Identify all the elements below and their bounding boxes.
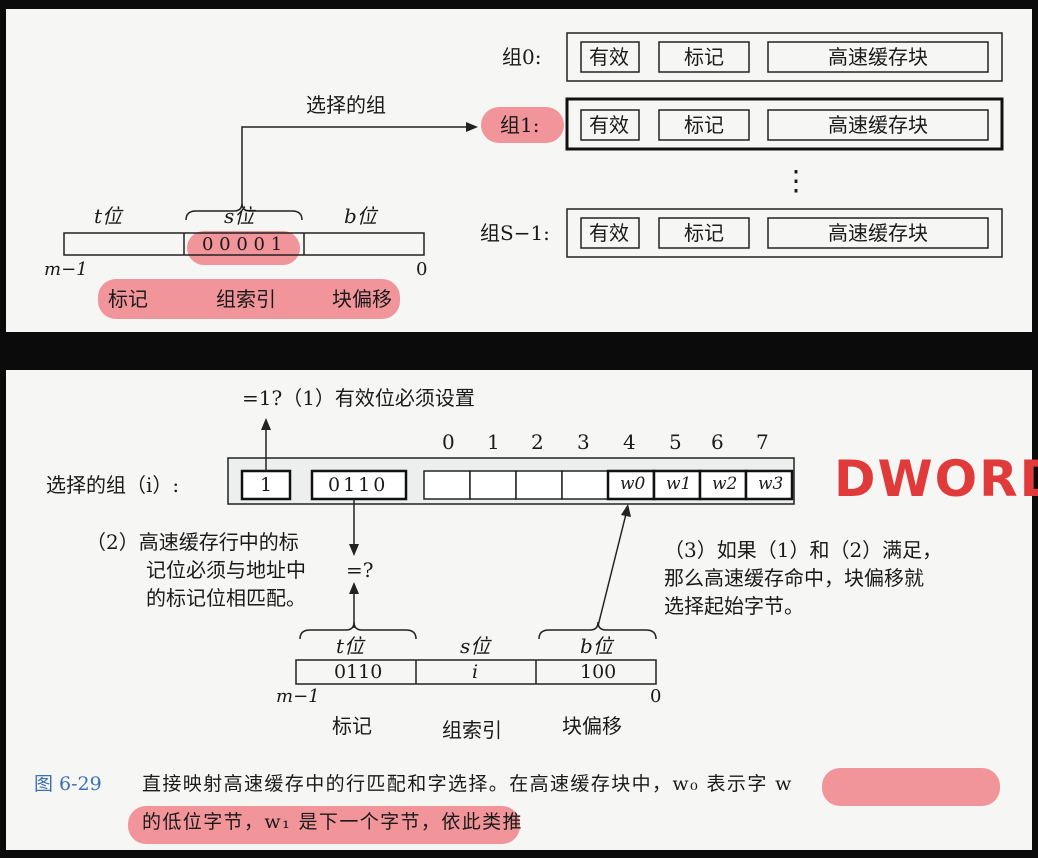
caption-line2: 的低位字节，w₁ 是下一个字节，依此类推 bbox=[142, 811, 523, 833]
s-bits-label: s位 bbox=[224, 204, 255, 228]
set0-tag: 标记 bbox=[684, 45, 724, 69]
set1-valid: 有效 bbox=[589, 113, 629, 137]
highlight-field-names bbox=[98, 279, 400, 319]
addr-lsb-label: 0 bbox=[650, 686, 662, 707]
byte-index-3: 3 bbox=[577, 430, 590, 454]
setS-1-label: 组S−1: bbox=[480, 221, 550, 245]
byte-index-6: 6 bbox=[711, 430, 724, 454]
tag-match-note-line1: （2）高速缓存行中的标 bbox=[86, 530, 299, 554]
line-matching-panel: =1?（1）有效位必须设置 0 1 2 3 4 5 6 7 选择的组（i）: 1… bbox=[6, 370, 1038, 850]
t-bits-label: t位 bbox=[94, 204, 123, 228]
byte-index-5: 5 bbox=[669, 430, 682, 454]
addr-field-tag: 标记 bbox=[332, 714, 372, 738]
byte-index-1: 1 bbox=[487, 430, 500, 454]
compare-label: =? bbox=[346, 558, 374, 582]
addr-index-value: i bbox=[472, 661, 479, 683]
set1-block: 高速缓存块 bbox=[828, 113, 928, 137]
field-offset-label: 块偏移 bbox=[332, 287, 392, 311]
addr-field-index: 组索引 bbox=[442, 718, 502, 742]
setS-1-block: 高速缓存块 bbox=[828, 221, 928, 245]
byte-index-0: 0 bbox=[442, 430, 455, 454]
panel2-lines bbox=[227, 418, 795, 685]
selected-set-label: 选择的组 bbox=[306, 93, 386, 117]
word-w1: w1 bbox=[666, 474, 692, 494]
valid-check-note: =1?（1）有效位必须设置 bbox=[242, 386, 475, 410]
sets-ellipsis: ⋮ bbox=[782, 164, 810, 197]
hit-note-line2: 那么高速缓存命中，块偏移就 bbox=[664, 566, 924, 590]
msb-label: m−1 bbox=[44, 259, 88, 280]
word-w3: w3 bbox=[758, 474, 784, 494]
line-tag-value: 0110 bbox=[328, 474, 389, 496]
hit-note-line3: 选择起始字节。 bbox=[664, 594, 804, 618]
highlight-set1 bbox=[481, 107, 564, 143]
set-selection-panel: 选择的组 t位 s位 b位 0 0 0 0 1 m−1 0 标记 组索引 块偏移… bbox=[6, 9, 1032, 332]
set0-valid: 有效 bbox=[589, 45, 629, 69]
selected-set-i-label: 选择的组（i）: bbox=[46, 473, 180, 497]
addr-b-bits-label: b位 bbox=[580, 634, 613, 658]
byte-index-4: 4 bbox=[623, 430, 636, 454]
set1-tag: 标记 bbox=[684, 113, 724, 137]
addr-s-bits-label: s位 bbox=[460, 634, 491, 658]
field-tag-label: 标记 bbox=[108, 287, 148, 311]
set1-label: 组1: bbox=[500, 113, 540, 137]
word-w2: w2 bbox=[712, 474, 738, 494]
tag-match-note-line3: 的标记位相匹配。 bbox=[146, 586, 306, 610]
hit-note-line1: （3）如果（1）和（2）满足， bbox=[664, 538, 943, 562]
highlight-caption-w0 bbox=[822, 768, 1000, 806]
setS-1-valid: 有效 bbox=[589, 221, 629, 245]
set0-block: 高速缓存块 bbox=[828, 45, 928, 69]
word-w0: w0 bbox=[620, 474, 646, 494]
addr-field-offset: 块偏移 bbox=[562, 714, 622, 738]
byte-index-7: 7 bbox=[756, 430, 769, 454]
lsb-label: 0 bbox=[416, 259, 428, 280]
highlight-caption-line2 bbox=[128, 806, 520, 844]
addr-msb-label: m−1 bbox=[276, 686, 320, 707]
setS-1-tag: 标记 bbox=[684, 221, 724, 245]
set0-label: 组0: bbox=[502, 45, 542, 69]
addr-tag-value: 0110 bbox=[334, 661, 383, 683]
set-index-bits: 0 0 0 0 1 bbox=[202, 234, 283, 255]
byte-index-2: 2 bbox=[531, 430, 544, 454]
tag-match-note-line2: 记位必须与地址中 bbox=[146, 558, 306, 582]
field-index-label: 组索引 bbox=[216, 287, 276, 311]
highlight-index-bits bbox=[187, 231, 300, 265]
addr-offset-value: 100 bbox=[580, 661, 617, 683]
valid-bit-value: 1 bbox=[260, 474, 273, 496]
addr-t-bits-label: t位 bbox=[336, 634, 365, 658]
dword-annotation: DWORD bbox=[834, 450, 1038, 508]
caption-line1: 直接映射高速缓存中的行匹配和字选择。在高速缓存块中，w₀ 表示字 w bbox=[142, 773, 793, 795]
panel1-lines bbox=[63, 32, 1004, 258]
b-bits-label: b位 bbox=[344, 204, 377, 228]
figure-number: 图 6-29 bbox=[34, 773, 102, 795]
